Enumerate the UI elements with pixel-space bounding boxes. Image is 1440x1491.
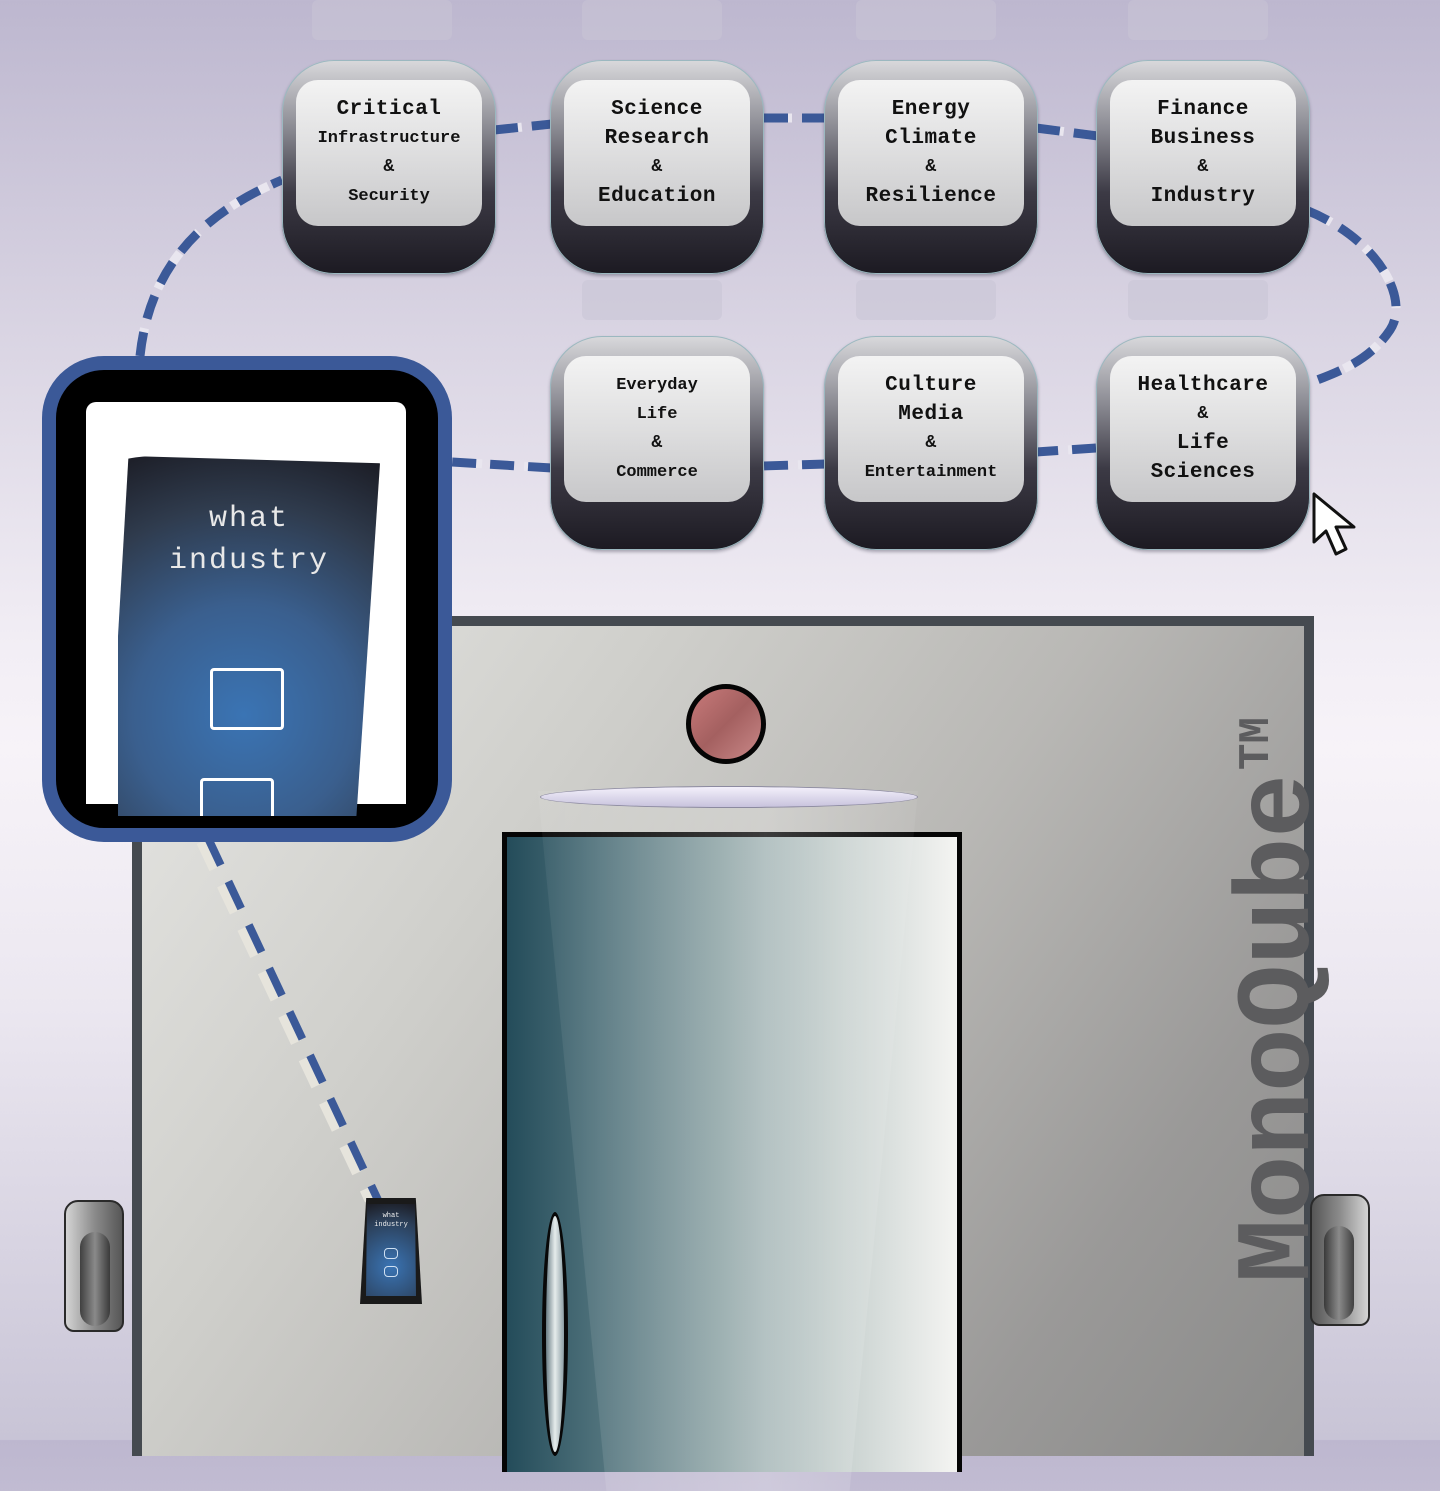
tile-label-line: & bbox=[651, 157, 663, 177]
tile-face: Finance Business & Industry bbox=[1110, 80, 1296, 226]
callout-bezel: what industry bbox=[56, 370, 438, 828]
background-ghost bbox=[1128, 0, 1268, 40]
tile-label-line: & bbox=[1197, 404, 1209, 424]
device-prompt-line: industry bbox=[168, 544, 330, 578]
tile-label-line: & bbox=[925, 433, 937, 453]
tile-label-line: & bbox=[925, 157, 937, 177]
background-ghost bbox=[1128, 280, 1268, 320]
sector-tile-culture-media[interactable]: Culture Media & Entertainment bbox=[824, 336, 1038, 550]
background-ghost bbox=[582, 0, 722, 40]
mini-industry-device[interactable]: what industry bbox=[360, 1198, 422, 1304]
sector-tile-critical-infrastructure[interactable]: Critical Infrastructure & Security bbox=[282, 60, 496, 274]
mini-device-prompt: what industry bbox=[366, 1212, 416, 1230]
device-prompt-line: what bbox=[208, 502, 289, 536]
tile-label-line: Education bbox=[598, 185, 716, 208]
tile-label-line: Security bbox=[348, 187, 430, 206]
tile-label-line: Life bbox=[1176, 432, 1230, 455]
tile-face: Critical Infrastructure & Security bbox=[296, 80, 482, 226]
status-indicator-light bbox=[686, 684, 766, 764]
right-mount-bracket bbox=[1310, 1194, 1370, 1326]
tile-face: Science Research & Education bbox=[564, 80, 750, 226]
tile-label-line: Critical bbox=[336, 98, 442, 121]
device-prompt: what industry bbox=[118, 498, 380, 582]
mouse-pointer-icon bbox=[1312, 492, 1356, 556]
left-mount-bracket bbox=[64, 1200, 124, 1332]
device-zoom-callout: what industry bbox=[42, 356, 452, 842]
tile-label-line: & bbox=[651, 433, 663, 453]
light-beam bbox=[538, 791, 918, 1491]
beam-lens bbox=[540, 786, 918, 808]
background-ghost bbox=[582, 280, 722, 320]
trademark-symbol: TM bbox=[1232, 717, 1282, 770]
tile-label-line: Healthcare bbox=[1137, 374, 1269, 397]
bracket-grip bbox=[1324, 1226, 1354, 1320]
bracket-grip bbox=[80, 1232, 110, 1326]
mini-device-button-upper[interactable] bbox=[384, 1248, 398, 1259]
tile-face: Energy Climate & Resilience bbox=[838, 80, 1024, 226]
appliance-door[interactable] bbox=[502, 832, 962, 1472]
tile-label-line: Climate bbox=[885, 127, 977, 150]
sector-tile-science-research[interactable]: Science Research & Education bbox=[550, 60, 764, 274]
sector-tile-everyday-life[interactable]: Everyday Life & Commerce bbox=[550, 336, 764, 550]
tile-label-line: & bbox=[383, 157, 395, 177]
monoqube-appliance bbox=[132, 616, 1314, 1491]
device-button-lower[interactable] bbox=[200, 778, 274, 816]
tile-label-line: Media bbox=[898, 403, 964, 426]
background-ghost bbox=[312, 0, 452, 40]
sector-tile-healthcare-life-sciences[interactable]: Healthcare & Life Sciences bbox=[1096, 336, 1310, 550]
tile-label-line: Everyday bbox=[616, 376, 698, 395]
tile-label-line: Commerce bbox=[616, 463, 698, 482]
door-handle[interactable] bbox=[542, 1212, 568, 1456]
mini-device-prompt-line: what bbox=[382, 1212, 400, 1220]
tile-label-line: Resilience bbox=[865, 185, 997, 208]
tile-label-line: Culture bbox=[885, 374, 977, 397]
sector-tile-finance-business[interactable]: Finance Business & Industry bbox=[1096, 60, 1310, 274]
tile-label-line: Life bbox=[636, 405, 678, 424]
tile-label-line: Research bbox=[604, 127, 710, 150]
tile-face: Everyday Life & Commerce bbox=[564, 356, 750, 502]
tile-label-line: Finance bbox=[1157, 98, 1249, 121]
device-button-upper[interactable] bbox=[210, 668, 284, 730]
tile-label-line: Entertainment bbox=[864, 463, 998, 482]
tile-label-line: & bbox=[1197, 157, 1209, 177]
tile-label-line: Energy bbox=[891, 98, 971, 121]
tile-face: Culture Media & Entertainment bbox=[838, 356, 1024, 502]
industry-selector-device[interactable]: what industry bbox=[118, 456, 380, 816]
tile-label-line: Business bbox=[1150, 127, 1256, 150]
sector-tile-energy-climate[interactable]: Energy Climate & Resilience bbox=[824, 60, 1038, 274]
tile-label-line: Sciences bbox=[1150, 461, 1256, 484]
tile-label-line: Science bbox=[611, 98, 703, 121]
background-ghost bbox=[856, 280, 996, 320]
mini-device-button-lower[interactable] bbox=[384, 1266, 398, 1277]
tile-label-line: Industry bbox=[1150, 185, 1256, 208]
mini-device-prompt-line: industry bbox=[374, 1221, 408, 1229]
background-ghost bbox=[856, 0, 996, 40]
tile-label-line: Infrastructure bbox=[317, 129, 461, 148]
mini-device-screen: what industry bbox=[366, 1204, 416, 1296]
tile-face: Healthcare & Life Sciences bbox=[1110, 356, 1296, 502]
